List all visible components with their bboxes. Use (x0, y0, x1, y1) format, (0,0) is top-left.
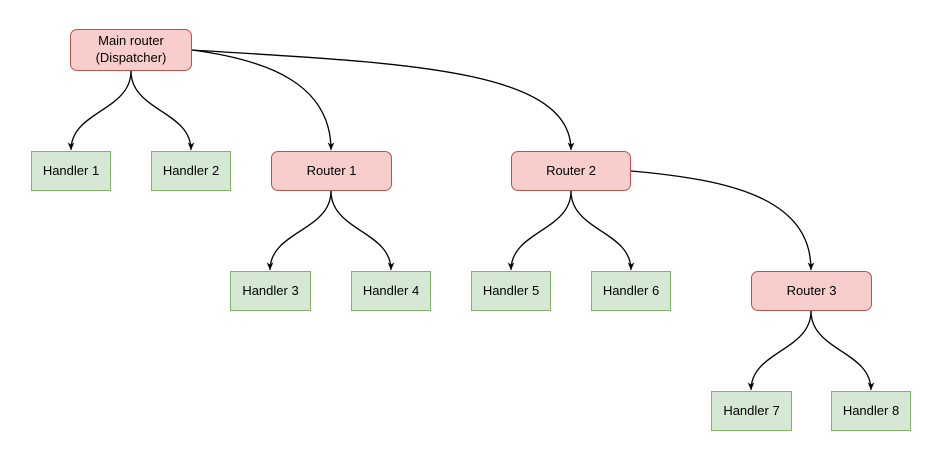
node-main-router: Main router (Dispatcher) (70, 29, 192, 71)
edge-router-2-to-handler-6 (570, 190, 635, 271)
node-handler-3: Handler 3 (230, 271, 311, 311)
node-router-3-label: Router 3 (786, 282, 837, 298)
edge-main-router-to-handler-1 (67, 70, 132, 151)
node-handler-4: Handler 4 (351, 271, 431, 311)
node-handler-5-label: Handler 5 (482, 282, 540, 298)
node-handler-2-label: Handler 2 (162, 162, 220, 178)
node-handler-7: Handler 7 (711, 391, 792, 431)
edge-router-2-to-router-3 (630, 170, 815, 271)
edge-router-2-to-handler-5 (507, 190, 572, 271)
node-main-router-label: Main router (Dispatcher) (95, 33, 167, 65)
node-handler-6: Handler 6 (591, 271, 671, 311)
node-handler-1: Handler 1 (31, 151, 111, 191)
edge-router-1-to-handler-4 (330, 190, 395, 271)
node-handler-2: Handler 2 (151, 151, 231, 191)
node-handler-5: Handler 5 (471, 271, 551, 311)
node-handler-8: Handler 8 (831, 391, 911, 431)
edge-router-3-to-handler-7 (747, 310, 812, 391)
edge-router-1-to-handler-3 (266, 190, 332, 271)
node-handler-6-label: Handler 6 (602, 282, 660, 298)
edge-main-router-to-router-1 (191, 49, 335, 151)
node-handler-7-label: Handler 7 (723, 402, 780, 418)
node-router-1: Router 1 (271, 151, 392, 191)
node-handler-8-label: Handler 8 (842, 402, 900, 418)
node-router-2-label: Router 2 (546, 162, 596, 178)
node-handler-4-label: Handler 4 (362, 282, 420, 298)
node-router-3: Router 3 (751, 271, 872, 311)
edge-router-3-to-handler-8 (810, 310, 875, 391)
node-router-2: Router 2 (511, 151, 631, 191)
node-handler-3-label: Handler 3 (242, 282, 299, 298)
node-handler-1-label: Handler 1 (42, 162, 100, 178)
edge-main-router-to-router-2 (191, 49, 575, 151)
edge-main-router-to-handler-2 (130, 70, 195, 151)
node-router-1-label: Router 1 (306, 162, 357, 178)
